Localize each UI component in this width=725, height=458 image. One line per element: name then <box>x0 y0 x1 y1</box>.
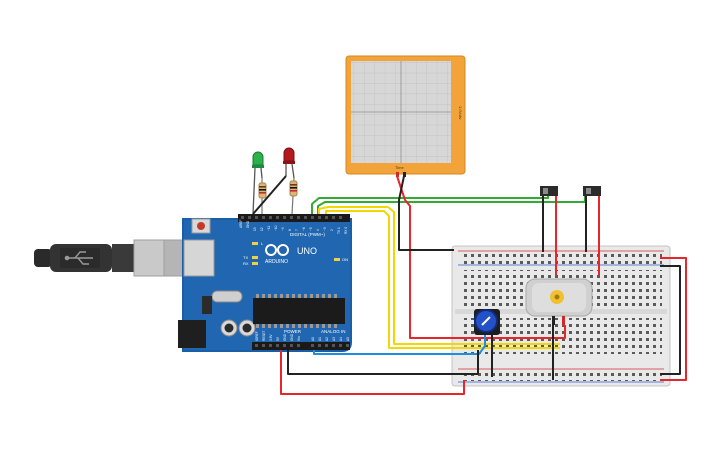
arduino-logo-icon <box>265 244 289 256</box>
pin-label: A2 <box>325 337 329 341</box>
pin-label: 2 <box>330 229 334 231</box>
power-jack <box>178 320 206 348</box>
pin-label: 5V <box>276 336 280 341</box>
usb-port <box>183 239 215 277</box>
digital-pin-header[interactable] <box>238 214 350 222</box>
arduino-board[interactable]: ARDUINO UNO DIGITAL (PWM~) POWER ANALOG … <box>178 214 352 352</box>
atmega-chip <box>253 298 345 324</box>
slide-switch-2[interactable] <box>583 186 601 196</box>
pin-label: RX 0 <box>344 227 348 234</box>
usb-cable <box>34 239 187 277</box>
top-power-rail[interactable] <box>460 253 662 264</box>
pin-label: TX 1 <box>337 227 341 234</box>
power-header-label: POWER <box>284 329 302 334</box>
scope-scale-label: 1.0Vdiv <box>458 106 463 119</box>
wire-red-5v[interactable] <box>280 350 465 395</box>
pin-label: 3.3V <box>269 334 273 341</box>
oscilloscope[interactable]: 1.0Vdiv Time <box>345 55 466 177</box>
pin-label: ~6 <box>302 227 306 231</box>
wire-red-scope[interactable] <box>396 175 566 339</box>
pin-label: A4 <box>339 337 343 341</box>
analog-header-label: ANALOG IN <box>321 329 346 334</box>
wire-green-1[interactable] <box>311 196 549 214</box>
power-analog-header[interactable] <box>252 342 350 350</box>
pin-label: GND <box>290 333 294 341</box>
dc-motor[interactable] <box>525 278 593 325</box>
pin-label: A3 <box>332 337 336 341</box>
pin-label: 4 <box>316 229 320 231</box>
pin-label: IOREF <box>255 331 259 341</box>
pin-label: ~11 <box>267 226 271 231</box>
bottom-power-rail[interactable] <box>460 370 662 381</box>
pin-label: ~5 <box>309 227 313 231</box>
pin-label: 13 <box>253 227 257 231</box>
usb-symbol-icon <box>64 251 93 265</box>
wire-black-led[interactable] <box>252 175 287 215</box>
pin-label: 8 <box>288 229 292 231</box>
arduino-brand-text: ARDUINO <box>265 259 288 265</box>
pin-label: ~3 <box>323 227 327 231</box>
pin-label: RESET <box>262 330 266 341</box>
wire-black-gnd[interactable] <box>287 350 479 375</box>
pin-label: Vin <box>297 336 301 341</box>
scope-time-label: Time <box>395 165 405 170</box>
gnd-label: GND <box>246 220 250 228</box>
tx-label: TX <box>243 255 248 260</box>
slide-switch-1[interactable] <box>540 186 558 196</box>
pin-label: 7 <box>295 229 299 231</box>
wire-black-scope[interactable] <box>398 175 454 251</box>
pin-label: ~10 <box>274 225 278 231</box>
pin-label: A5 <box>346 337 350 341</box>
pin-label: A0 <box>311 337 315 341</box>
wire-red-rail-bridge[interactable] <box>660 257 687 381</box>
wire-black-rail-bridge[interactable] <box>660 265 681 375</box>
led-green[interactable] <box>252 151 264 215</box>
resistor-2[interactable] <box>289 177 298 215</box>
on-led-label: ON <box>342 257 348 262</box>
potentiometer[interactable] <box>474 309 500 335</box>
wire-yellow-2[interactable] <box>325 210 560 349</box>
pin-label: A1 <box>318 337 322 341</box>
led-red[interactable] <box>283 147 295 179</box>
pin-label: 12 <box>260 227 264 231</box>
aref-label: AREF <box>239 219 243 228</box>
pin-label: ~9 <box>281 227 285 231</box>
resistor-1[interactable] <box>258 178 267 214</box>
wire-yellow-1[interactable] <box>318 206 560 345</box>
arduino-model-text: UNO <box>297 246 317 256</box>
l-led-label: L <box>261 241 264 246</box>
knob-indicator-icon <box>481 316 491 326</box>
digital-header-label: DIGITAL (PWM~) <box>290 232 325 237</box>
crystal <box>211 290 243 303</box>
pin-label: GND <box>283 333 287 341</box>
rx-label: RX <box>243 261 249 266</box>
